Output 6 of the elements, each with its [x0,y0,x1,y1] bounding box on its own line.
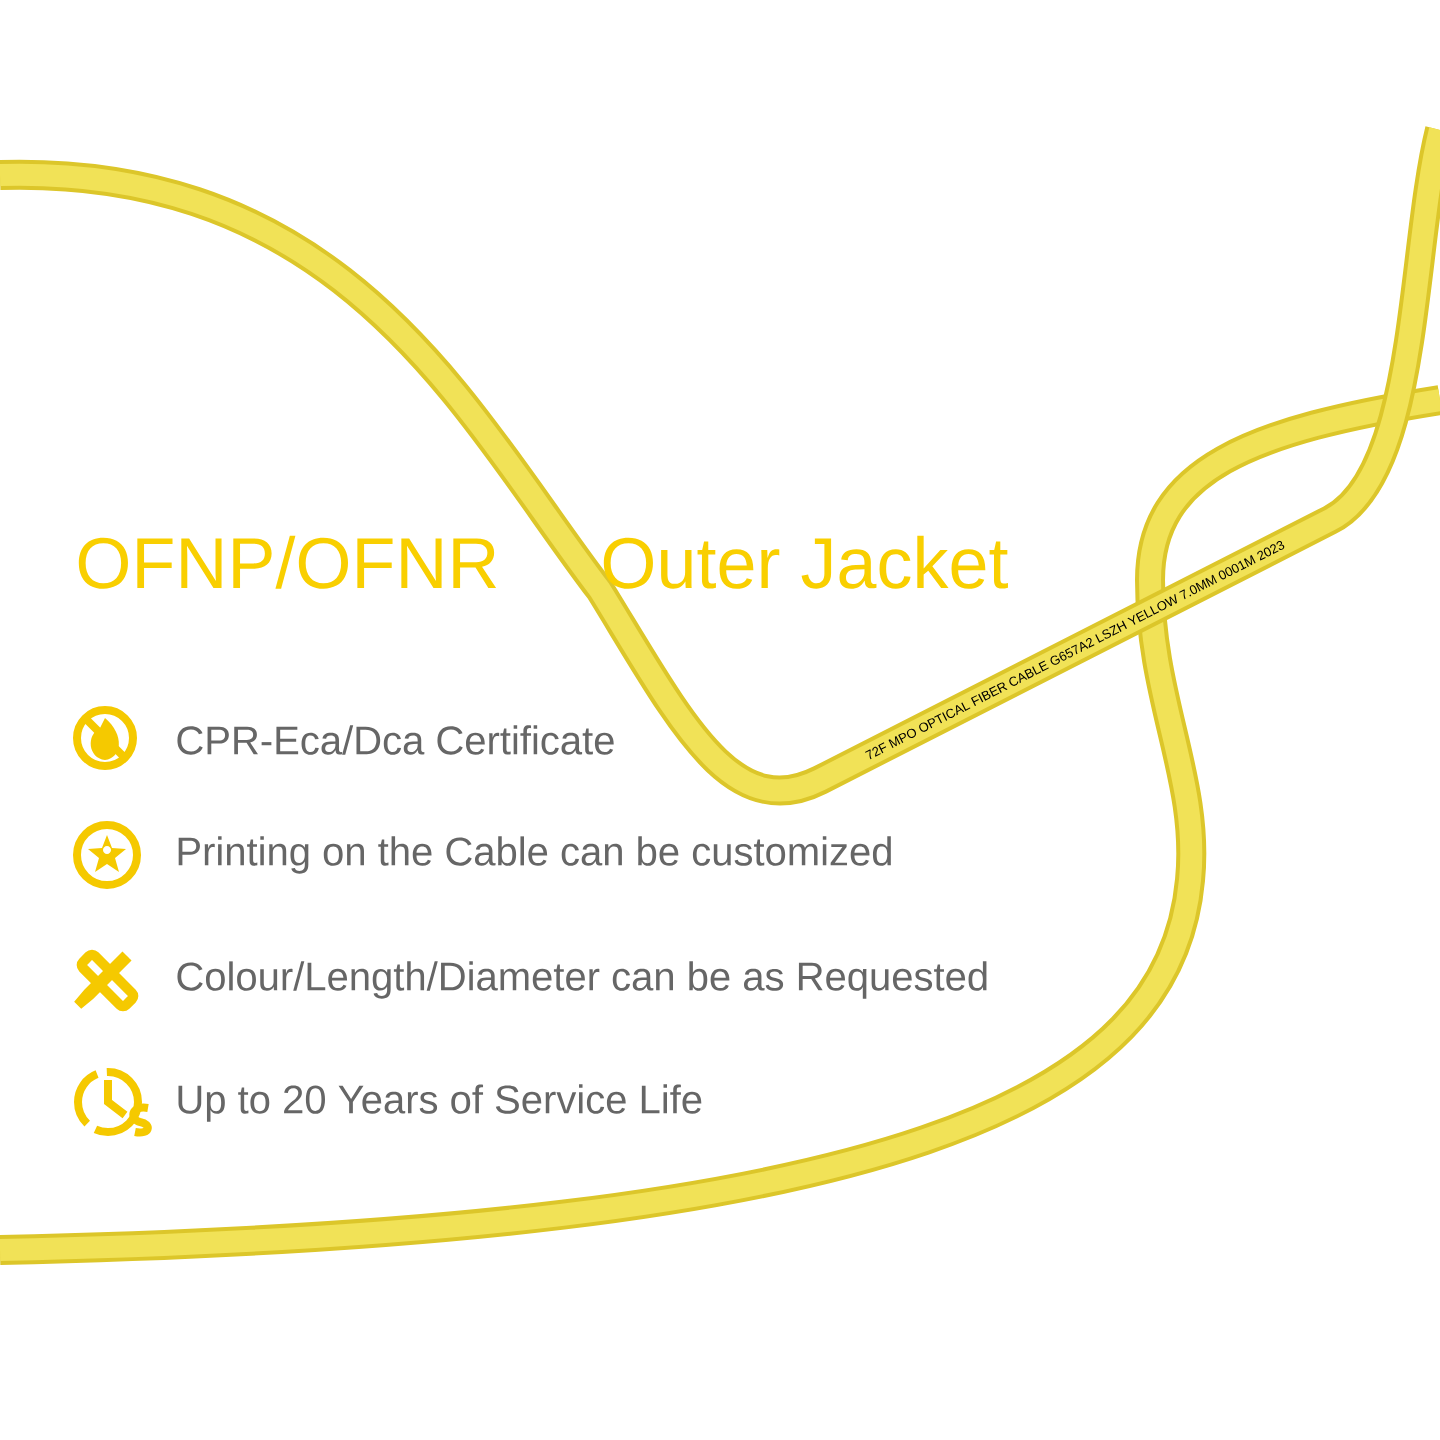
feature-text: CPR-Eca/Dca Certificate [177,725,614,755]
heading: OFNP/OFNR [78,535,497,589]
heading: Outer Jacket [603,535,1008,589]
feature-text: Up to 20 Years of Service Life [178,1084,702,1122]
feature-text: Colour/Length/Diameter can be as Requested [177,961,987,999]
feature-text: Printing on the Cable can be customized [178,836,891,874]
